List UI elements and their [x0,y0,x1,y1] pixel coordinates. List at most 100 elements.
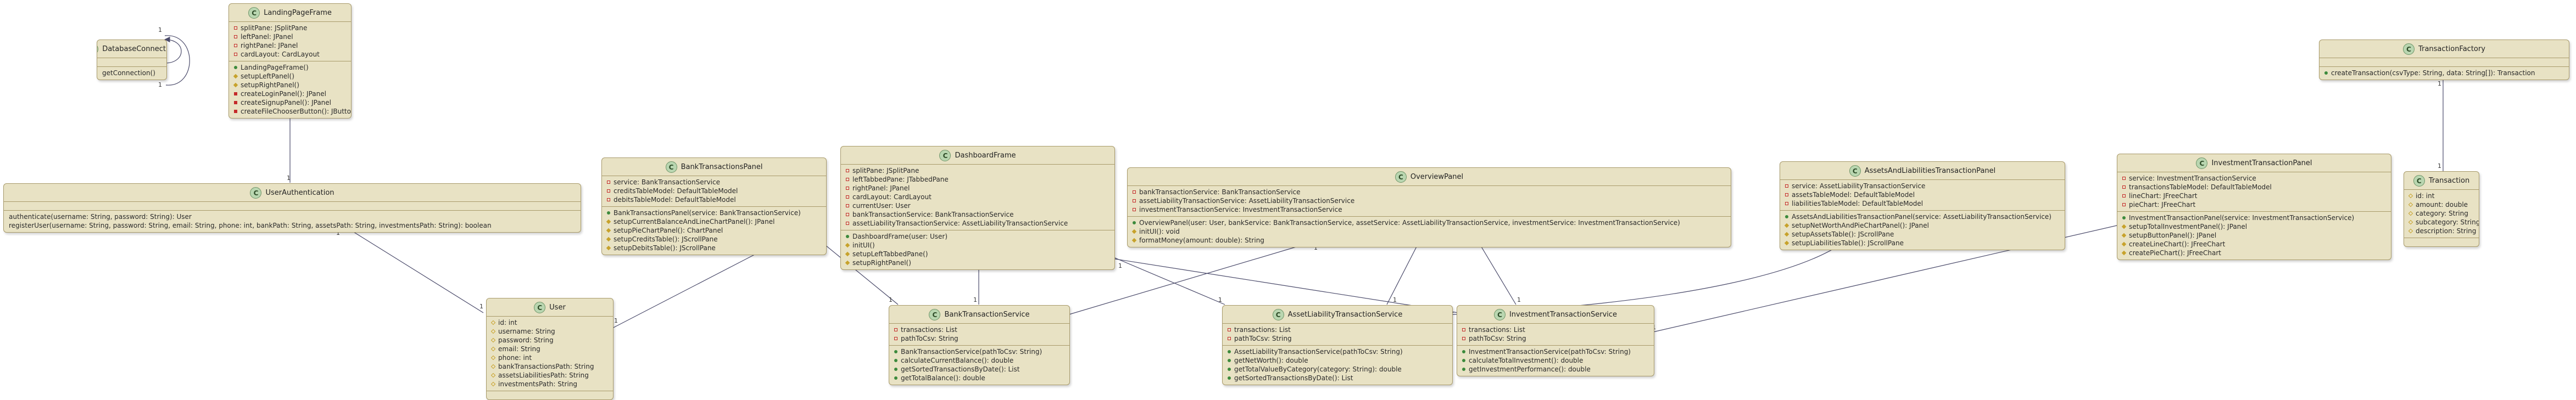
attribute-row: category: String [2408,209,2474,218]
private-visibility-icon [1228,328,1231,331]
attribute-text: id: int [498,319,517,326]
attribute-text: phone: int [498,354,532,362]
mult-label: 1 [2438,162,2441,170]
method-section: BankTransactionService(pathToCsv: String… [889,345,1069,385]
method-text: getSortedTransactionsByDate(): List [1234,374,1353,382]
private-visibility-icon [607,189,610,193]
method-text: setupLeftTabbedPane() [852,250,928,258]
method-text: initUI(): void [1139,228,1180,235]
class-name: OverviewPanel [1410,173,1464,181]
method-row: AssetLiabilityTransactionService(pathToC… [1228,347,1447,356]
mult-label: 1 [1393,296,1397,303]
method-row: InvestmentTransactionService(pathToCsv: … [1462,347,1649,356]
class-icon: C [929,309,941,320]
method-text: formatMoney(amount: double): String [1139,236,1264,244]
mult-label: 1 [1517,296,1521,303]
private-visibility-icon [607,198,610,201]
method-text: LandingPageFrame() [241,64,309,71]
protected-visibility-icon [1784,240,1789,246]
attribute-section [4,202,581,210]
protected-field-visibility-icon [2408,202,2413,207]
public-visibility-icon [2324,71,2328,75]
class-header: CDatabaseConnection [97,40,166,58]
private-visibility-icon [2122,177,2126,180]
method-text: DashboardFrame(user: User) [852,233,948,240]
method-row: setupRightPanel() [233,81,346,89]
attribute-text: transactionsTableModel: DefaultTableMode… [2129,183,2272,191]
attribute-text: splitPane: JSplitPane [241,24,308,32]
protected-visibility-icon [2121,233,2127,238]
method-section [2404,238,2479,246]
attribute-row: liabilitiesTableModel: DefaultTableModel [1785,199,2060,208]
method-text: setupRightPanel() [241,81,299,89]
class-icon: C [1849,165,1861,177]
class-icon: C [1493,309,1506,320]
private-visibility-icon [607,181,610,184]
mult-label: 1 [336,229,340,236]
method-text: createFileChooserButton(): JButton [241,108,352,115]
attribute-text: cardLayout: CardLayout [852,193,932,201]
public-visibility-icon [1462,368,1465,371]
attribute-text: transactions: List [1469,326,1525,334]
attribute-row: service: InvestmentTransactionService [2122,174,2386,183]
attribute-text: subcategory: String [2416,218,2479,226]
class-name: InvestmentTransactionPanel [2211,159,2312,167]
method-text: setupRightPanel() [852,259,911,267]
public-visibility-icon [1462,359,1465,362]
method-row: getTotalValueByCategory(category: String… [1228,365,1447,374]
class-name: BankTransactionsPanel [681,163,763,171]
attribute-row: bankTransactionsPath: String [490,362,608,371]
method-text: calculateCurrentBalance(): double [901,357,1014,364]
method-row: setupNetWorthAndPieChartPanel(): JPanel [1784,221,2060,230]
method-row: getInvestmentPerformance(): double [1462,365,1649,374]
edge-dashboard-investservice [1106,256,1459,313]
private-visibility-icon [1785,184,1788,188]
attribute-row: currentUser: User [846,201,1109,210]
method-text: createLineChart(): JFreeChart [2129,240,2226,248]
private-method-visibility-icon [234,92,237,95]
public-visibility-icon [2122,216,2126,219]
public-visibility-icon [894,359,897,362]
class-name: UserAuthentication [265,189,334,197]
attribute-text: leftTabbedPane: JTabbedPane [852,176,949,183]
class-database-connection[interactable]: CDatabaseConnectiongetConnection() [97,40,167,80]
private-visibility-icon [846,213,849,216]
method-section: authenticate(username: String, password:… [4,210,581,232]
private-visibility-icon [2122,194,2126,198]
edge-overview-assetservice [1386,233,1424,305]
private-visibility-icon [234,26,237,30]
attribute-row: cardLayout: CardLayout [846,193,1109,201]
protected-field-visibility-icon [2408,193,2413,199]
attribute-text: service: InvestmentTransactionService [2129,174,2256,182]
edge-overview-bankservice [1065,236,1326,316]
mult-label: 1 [2438,80,2441,87]
public-visibility-icon [1228,350,1231,353]
attribute-section [97,58,166,66]
private-visibility-icon [1133,190,1136,194]
private-method-visibility-icon [234,101,237,104]
attribute-text: description: String [2416,227,2477,235]
protected-visibility-icon [2121,224,2127,229]
public-visibility-icon [894,376,897,380]
attribute-section: bankTransactionService: BankTransactionS… [1128,186,1731,216]
attribute-row: transactions: List [1228,325,1447,334]
method-row: setupTotalInvestmentPanel(): JPanel [2121,222,2386,231]
private-visibility-icon [2122,185,2126,189]
method-text: getTotalValueByCategory(category: String… [1234,365,1402,373]
protected-visibility-icon [233,82,238,88]
